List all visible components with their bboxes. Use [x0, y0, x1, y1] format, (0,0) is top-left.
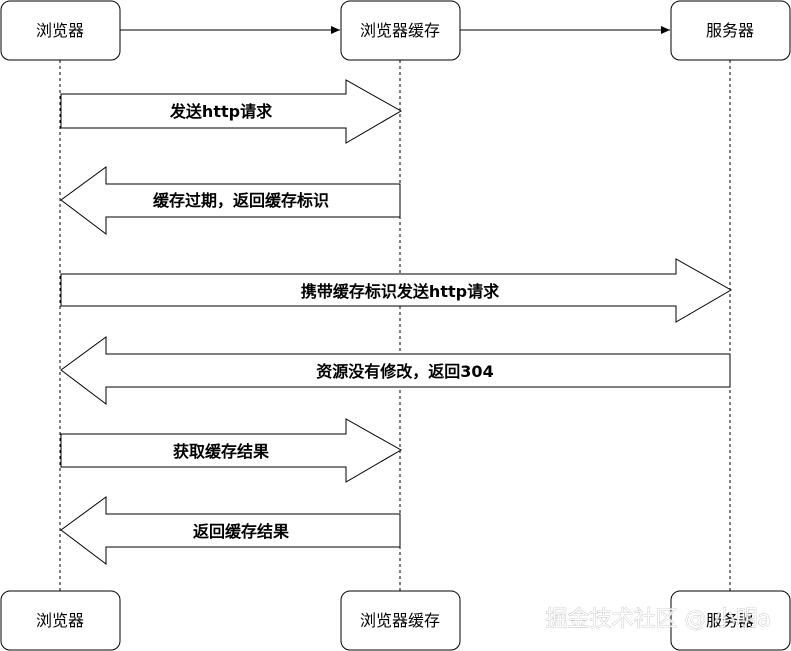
participant-label: 浏览器: [36, 21, 84, 40]
message-arrow-get-cache: 获取缓存结果: [60, 418, 403, 483]
message-label: 发送http请求: [169, 102, 273, 121]
participant-browser-top: 浏览器: [0, 0, 121, 61]
message-arrow-cache-expired: 缓存过期，返回缓存标识: [60, 166, 401, 236]
participant-cache-top: 浏览器缓存: [340, 0, 461, 61]
participant-server-top: 服务器: [670, 0, 791, 61]
participant-browser-bottom: 浏览器: [0, 590, 121, 651]
participant-label: 服务器: [706, 21, 754, 40]
participant-label: 浏览器缓存: [360, 21, 440, 40]
participant-server-bottom: 服务器: [670, 590, 791, 651]
participant-cache-bottom: 浏览器缓存: [340, 590, 461, 651]
participant-label: 浏览器缓存: [360, 611, 440, 630]
message-label: 携带缓存标识发送http请求: [301, 282, 500, 301]
message-label: 获取缓存结果: [173, 442, 269, 461]
participant-label: 服务器: [706, 611, 754, 630]
watermark: 掘金技术社区 @ 小明a: [546, 607, 771, 632]
participant-label: 浏览器: [36, 611, 84, 630]
message-arrow-not-modified: 资源没有修改，返回304: [60, 336, 731, 406]
message-arrow-send-request: 发送http请求: [60, 79, 403, 144]
message-arrow-return-cache: 返回缓存结果: [60, 496, 401, 566]
message-label: 返回缓存结果: [193, 522, 289, 541]
message-label: 缓存过期，返回缓存标识: [152, 191, 329, 210]
message-arrow-conditional-request: 携带缓存标识发送http请求: [60, 258, 733, 323]
message-label: 资源没有修改，返回304: [316, 362, 493, 381]
